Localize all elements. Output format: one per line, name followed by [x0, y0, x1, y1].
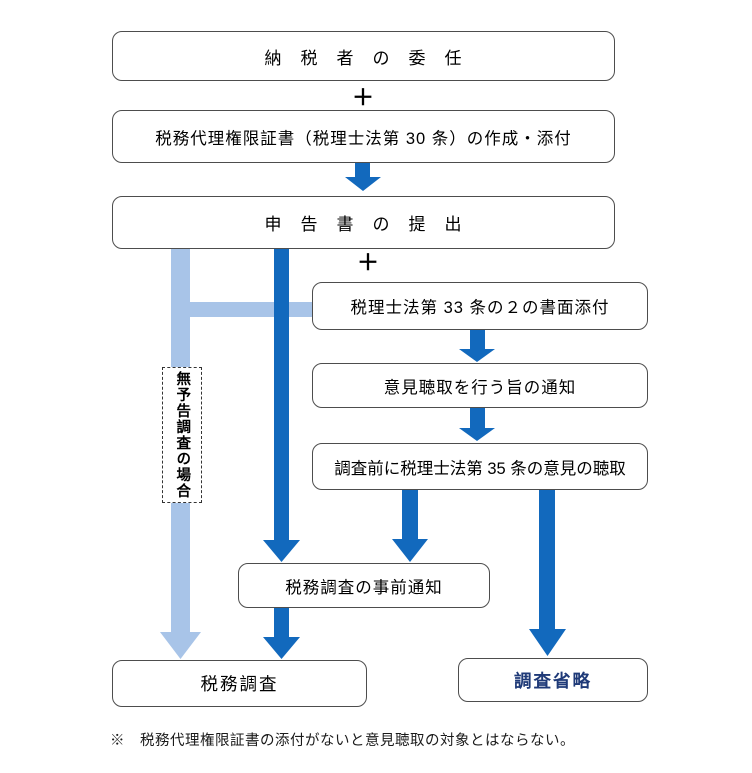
arrowhead-hearing-prenotice: [392, 539, 428, 562]
arrowhead-hearing-omit: [529, 629, 566, 656]
box-article33-2-attachment: 税理士法第 33 条の２の書面添付: [312, 282, 648, 330]
light-horizontal-connector: [172, 302, 313, 317]
arrowhead-return-prenotice: [263, 540, 300, 562]
box-taxpayer-delegation: 納 税 者 の 委 任: [112, 31, 615, 81]
box-opinion-hearing-notice: 意見聴取を行う旨の通知: [312, 363, 648, 408]
arrowhead-certificate-return: [345, 177, 381, 191]
box-tax-audit: 税務調査: [112, 660, 367, 707]
box-tax-agent-certificate: 税務代理権限証書（税理士法第 30 条）の作成・添付: [112, 110, 615, 163]
label-no-advance-notice-audit: 無予告調査の場合: [162, 367, 202, 503]
no-advance-notice-text: 無予告調査の場合: [174, 371, 191, 499]
box-tax-return-filing: 申 告 書 の 提 出: [112, 196, 615, 249]
plus-sign-2: ＋: [356, 250, 379, 275]
arrowhead-notice-hearing: [459, 428, 495, 441]
light-arrowhead: [160, 632, 201, 659]
box-audit-advance-notice: 税務調査の事前通知: [238, 563, 490, 608]
dark-arrows: [263, 163, 566, 659]
box-article35-opinion-hearing: 調査前に税理士法第 35 条の意見の聴取: [312, 443, 648, 490]
plus-sign-1: ＋: [351, 85, 374, 110]
box-audit-omitted: 調査省略: [458, 658, 648, 702]
arrowhead-prenotice-audit: [263, 637, 300, 659]
footnote: ※ 税務代理権限証書の添付がないと意見聴取の対象とはならない。: [110, 733, 575, 749]
arrowhead-attach-notice: [459, 349, 495, 362]
